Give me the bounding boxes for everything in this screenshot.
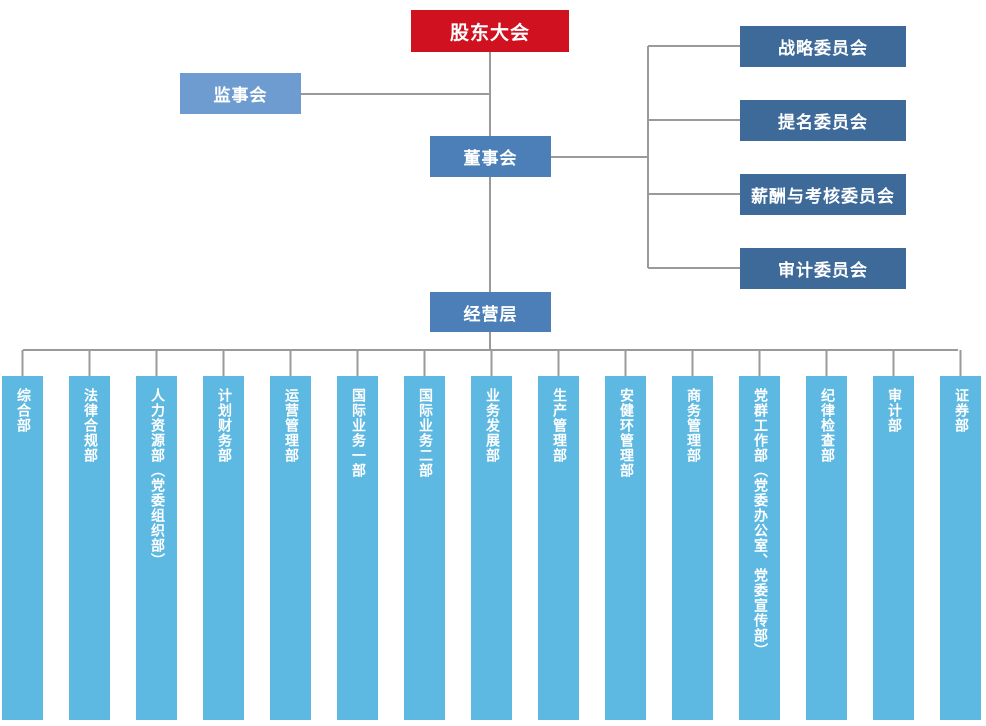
management-label: 经营层 bbox=[463, 304, 518, 325]
dept-planning-finance: 计划财务部 bbox=[203, 376, 244, 720]
dept-discipline-inspection: 纪律检查部 bbox=[806, 376, 847, 720]
dept-label: 商务管理部 bbox=[685, 388, 701, 463]
supervisory-board-label: 监事会 bbox=[213, 86, 268, 106]
board-of-directors-label: 董事会 bbox=[463, 149, 518, 169]
dept-label: 计划财务部 bbox=[216, 388, 232, 463]
dept-securities: 证券部 bbox=[940, 376, 981, 720]
dept-international-1: 国际业务一部 bbox=[337, 376, 378, 720]
dept-label: 运营管理部 bbox=[283, 388, 299, 463]
committee-audit-label: 审计委员会 bbox=[778, 261, 868, 281]
supervisory-board-node: 监事会 bbox=[180, 73, 301, 114]
dept-label: 审计部 bbox=[886, 388, 902, 433]
dept-label: 综合部 bbox=[15, 388, 31, 433]
management-node: 经营层 bbox=[430, 292, 551, 332]
committee-strategy-label: 战略委员会 bbox=[778, 39, 868, 59]
dept-label: 安健环管理部 bbox=[618, 388, 634, 478]
dept-business-development: 业务发展部 bbox=[471, 376, 512, 720]
dept-label: 人力资源部（党委组织部） bbox=[149, 388, 165, 568]
dept-label: 国际业务一部 bbox=[350, 388, 366, 478]
committee-audit-node: 审计委员会 bbox=[740, 248, 906, 289]
dept-label: 党群工作部（党委办公室、党委宣传部） bbox=[752, 388, 768, 658]
committee-nomination-node: 提名委员会 bbox=[740, 100, 906, 141]
dept-general-affairs: 综合部 bbox=[2, 376, 43, 720]
committee-strategy-node: 战略委员会 bbox=[740, 26, 906, 67]
committee-nomination-label: 提名委员会 bbox=[778, 113, 868, 133]
dept-commercial: 商务管理部 bbox=[672, 376, 713, 720]
shareholders-meeting-node: 股东大会 bbox=[411, 10, 569, 52]
committee-remuneration-label: 薪酬与考核委员会 bbox=[751, 187, 895, 207]
dept-label: 国际业务二部 bbox=[417, 388, 433, 478]
committee-remuneration-node: 薪酬与考核委员会 bbox=[740, 174, 906, 215]
dept-audit: 审计部 bbox=[873, 376, 914, 720]
dept-production: 生产管理部 bbox=[538, 376, 579, 720]
dept-label: 纪律检查部 bbox=[819, 388, 835, 463]
dept-label: 生产管理部 bbox=[551, 388, 567, 463]
board-of-directors-node: 董事会 bbox=[430, 136, 551, 177]
dept-operations: 运营管理部 bbox=[270, 376, 311, 720]
dept-label: 业务发展部 bbox=[484, 388, 500, 463]
shareholders-meeting-label: 股东大会 bbox=[449, 21, 530, 44]
dept-label: 法律合规部 bbox=[82, 388, 98, 463]
dept-human-resources: 人力资源部（党委组织部） bbox=[136, 376, 177, 720]
dept-party-affairs: 党群工作部（党委办公室、党委宣传部） bbox=[739, 376, 780, 720]
dept-international-2: 国际业务二部 bbox=[404, 376, 445, 720]
dept-label: 证券部 bbox=[953, 388, 969, 433]
dept-hse: 安健环管理部 bbox=[605, 376, 646, 720]
dept-legal-compliance: 法律合规部 bbox=[69, 376, 110, 720]
